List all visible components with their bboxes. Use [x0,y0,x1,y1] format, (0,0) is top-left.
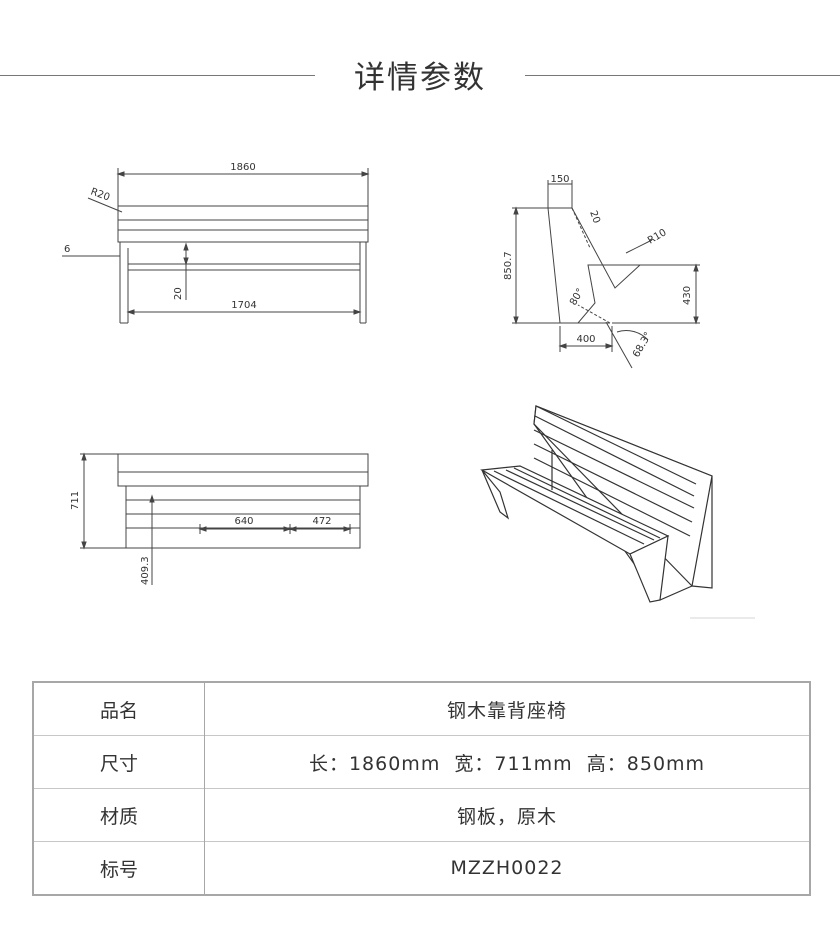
spec-table: 品名 钢木靠背座椅 尺寸 长：1860mm 宽：711mm 高：850mm 材质… [32,681,811,896]
header-divider-right [525,75,840,76]
dim-thickness: 20 [587,209,602,225]
dim-seat-gap: 20 [173,287,184,300]
spec-row-size: 尺寸 长：1860mm 宽：711mm 高：850mm [33,735,810,789]
spec-label: 材质 [33,788,205,842]
spec-label: 尺寸 [33,735,205,789]
spec-row-material: 材质 钢板，原木 [33,788,810,842]
dim-leg-angle: 68.3° [631,330,654,359]
dim-seat-angle: 80° [568,287,586,308]
top-view [80,452,369,585]
spec-value: 长：1860mm 宽：711mm 高：850mm [204,735,810,789]
dim-span-a: 640 [234,516,253,527]
dim-gap: 6 [64,244,70,255]
dim-radius: R20 [89,186,111,203]
dim-height: 850.7 [503,251,514,280]
dim-radius-r10: R10 [646,227,669,246]
technical-drawing: 1860 R20 6 20 1704 150 20 850.7 R10 80° … [0,140,840,640]
drawing-canvas: 1860 R20 6 20 1704 150 20 850.7 R10 80° … [62,162,755,619]
spec-value: 钢木靠背座椅 [446,699,567,722]
dim-width: 1860 [230,162,255,173]
spec-row-name: 品名 钢木靠背座椅 [33,682,810,736]
section-title: 详情参数 [354,60,486,96]
perspective-view [480,405,755,619]
dim-inner-width: 1704 [231,300,256,311]
front-view [62,168,370,324]
dim-base-depth: 400 [576,334,595,345]
section-header: 详情参数 [0,40,840,110]
spec-value: MZZH0022 [204,841,810,895]
spec-label: 标号 [33,841,205,895]
dim-span-b: 472 [312,516,331,527]
dim-seat-height: 430 [682,286,693,305]
dim-offset: 409.3 [140,556,151,585]
spec-row-code: 标号 MZZH0022 [33,841,810,895]
spec-label: 品名 [33,682,205,736]
spec-value: 钢板，原木 [204,788,810,842]
header-divider-left [0,75,315,76]
dim-depth: 711 [70,491,81,510]
dim-top-depth: 150 [550,174,569,185]
side-view [512,180,700,369]
